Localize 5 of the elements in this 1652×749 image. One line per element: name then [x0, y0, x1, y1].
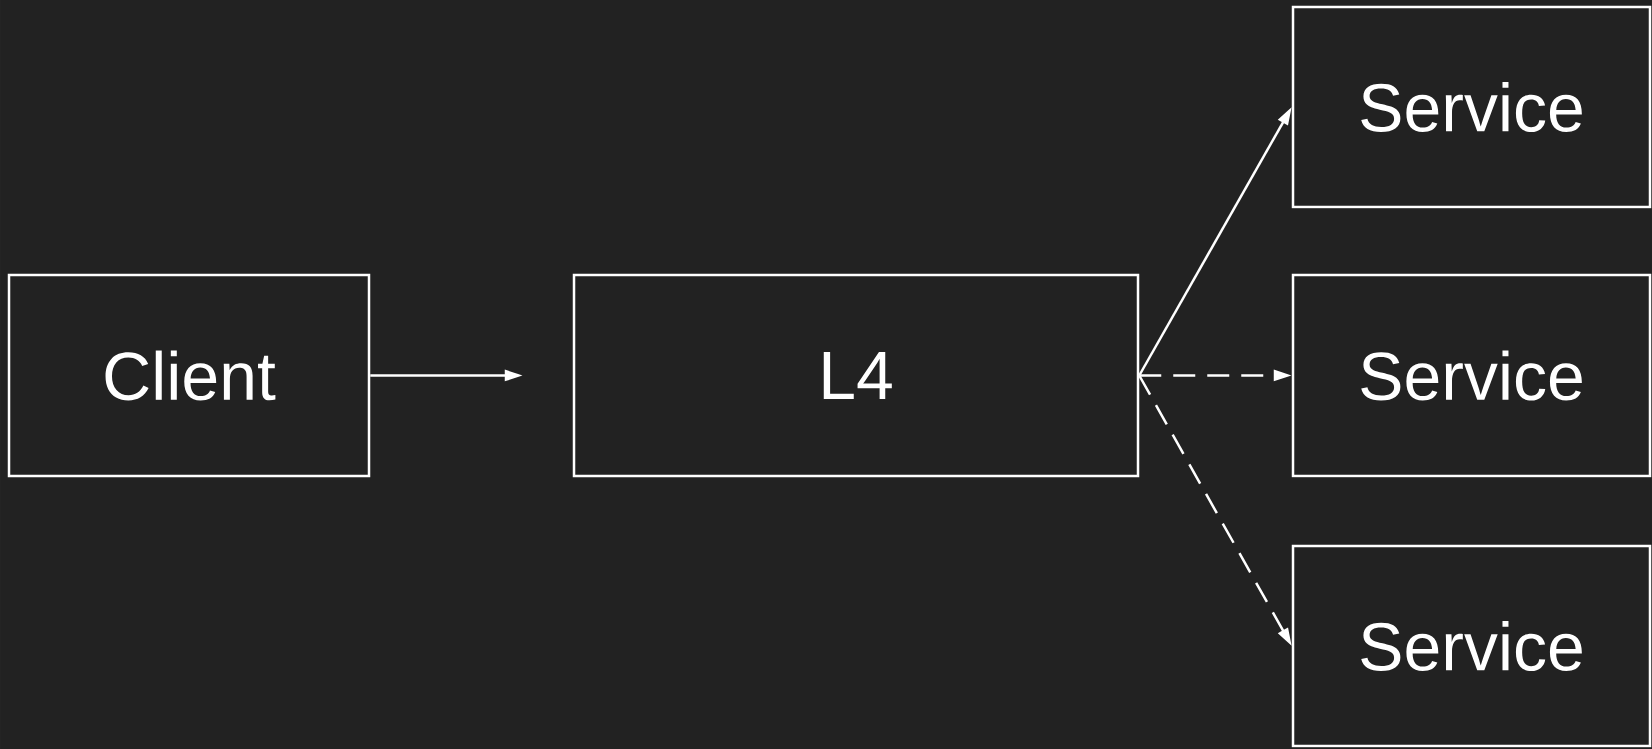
- process-box: Service: [1291, 544, 1652, 748]
- process-box: Service: [1291, 5, 1652, 209]
- process-box: Service: [1291, 273, 1652, 478]
- process-box: L4: [572, 273, 1140, 478]
- process-box: Client: [7, 273, 371, 478]
